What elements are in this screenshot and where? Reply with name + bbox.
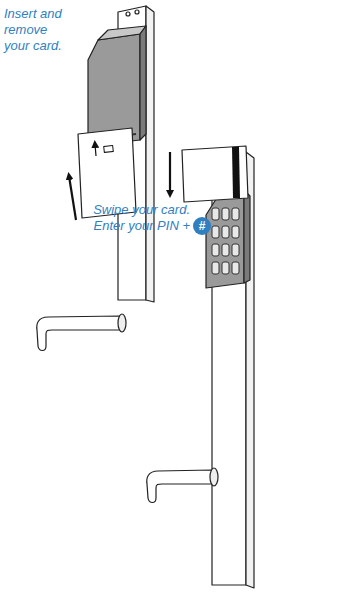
handle-rose: [118, 314, 126, 332]
keypad-key: [222, 226, 229, 238]
lever-handle: [37, 316, 120, 351]
card-arrow-icon: [95, 144, 96, 156]
keypad-key: [212, 244, 219, 256]
magnetic-stripe: [232, 147, 240, 198]
keypad-key: [232, 226, 239, 238]
reader-side: [140, 26, 146, 140]
instruction-label: Swipe your card. Enter your PIN +: [82, 202, 190, 234]
keypad-key: [232, 244, 239, 256]
instruction-label: Insert and remove your card.: [4, 6, 70, 54]
screw-hole: [135, 10, 139, 14]
keypad-side: [244, 190, 250, 283]
keypad-key: [232, 208, 239, 220]
plate-side: [146, 6, 154, 302]
keypad-key: [222, 208, 229, 220]
reader-top: [98, 26, 146, 40]
pound-key-symbol: #: [193, 217, 211, 235]
swipe-arrow: [169, 152, 171, 194]
keypad-key: [212, 226, 219, 238]
keypad-reader: [206, 190, 244, 288]
keypad-key: [222, 244, 229, 256]
swipe-card: [182, 146, 248, 202]
insert-arrow: [69, 176, 76, 220]
screw-hole: [126, 12, 130, 16]
keypad-key: [222, 262, 229, 274]
lever-handle: [147, 470, 212, 503]
keypad-key: [212, 262, 219, 274]
chip-icon: [104, 145, 114, 152]
keypad-keys: [212, 208, 239, 274]
keypad-key: [212, 208, 219, 220]
handle-rose: [210, 468, 218, 486]
keypad-key: [232, 262, 239, 274]
